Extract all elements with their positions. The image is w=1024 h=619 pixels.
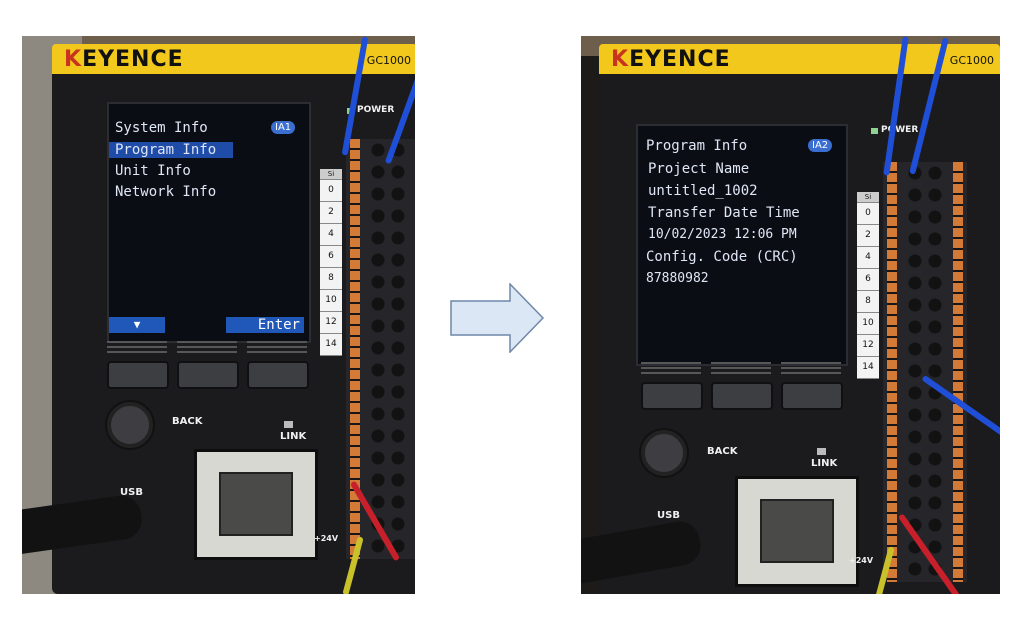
function-button-3[interactable] [247, 361, 309, 389]
power-led [871, 128, 878, 134]
v24-label: +24V [314, 534, 339, 543]
function-button-3[interactable] [781, 382, 843, 410]
menu-item-network-info[interactable]: Network Info [115, 184, 217, 200]
button-grooves [641, 362, 701, 376]
scale-mark: 10 [857, 313, 879, 335]
link-label: LINK [280, 431, 307, 442]
back-button[interactable] [107, 402, 153, 448]
scale-header: Si [320, 169, 342, 180]
button-grooves [177, 341, 237, 355]
top-label-strip: KEYENCE GC1000 [52, 44, 415, 74]
scale-mark: 6 [320, 246, 342, 268]
usb-label: USB [120, 487, 143, 498]
brand-text: EYENCE [82, 47, 184, 72]
soft-key-down[interactable]: ▼ [109, 317, 165, 333]
scale-mark: 14 [320, 334, 342, 356]
right-device-photo: KEYENCE GC1000 Program Info IA2 Project … [581, 36, 1000, 594]
button-grooves [247, 341, 307, 355]
button-grooves [107, 341, 167, 355]
terminal-scale: Si 0 2 4 6 8 10 12 14 [320, 169, 342, 356]
lcd-screen: Program Info IA2 Project Name untitled_1… [636, 124, 848, 366]
arrow-right-icon [450, 283, 545, 353]
scale-mark: 12 [320, 312, 342, 334]
terminal-scale: Si 0 2 4 6 8 10 12 14 [857, 192, 879, 379]
top-label-strip: KEYENCE GC1000 [599, 44, 1000, 74]
scale-mark: 12 [857, 335, 879, 357]
screen-tag: IA2 [808, 139, 833, 152]
function-button-2[interactable] [711, 382, 773, 410]
back-button[interactable] [641, 430, 687, 476]
info-line: Project Name [648, 161, 750, 177]
lcd-screen: System Info IA1 Program Info Unit Info N… [107, 102, 311, 343]
screen-title: System Info [115, 120, 208, 136]
info-line: Transfer Date Time [648, 205, 800, 221]
ethernet-port [194, 449, 318, 560]
back-label: BACK [707, 446, 738, 457]
function-button-2[interactable] [177, 361, 239, 389]
controller-body: KEYENCE GC1000 Program Info IA2 Project … [599, 44, 1000, 594]
info-line: 87880982 [646, 271, 709, 286]
scale-mark: 10 [320, 290, 342, 312]
scale-mark: 6 [857, 269, 879, 291]
brand-logo: KEYENCE [611, 47, 731, 72]
link-label: LINK [811, 458, 838, 469]
left-device-photo: KEYENCE GC1000 System Info IA1 Program I… [22, 36, 415, 594]
scale-header: Si [857, 192, 879, 203]
power-label: POWER [357, 105, 395, 115]
info-line: Config. Code (CRC) [646, 249, 798, 265]
scale-mark: 4 [320, 224, 342, 246]
power-label: POWER [881, 125, 919, 135]
link-led [817, 448, 826, 455]
info-line: 10/02/2023 12:06 PM [648, 227, 797, 242]
function-button-1[interactable] [107, 361, 169, 389]
back-label: BACK [172, 416, 203, 427]
scale-mark: 2 [320, 202, 342, 224]
scale-mark: 14 [857, 357, 879, 379]
terminal-block [883, 162, 967, 582]
button-grooves [711, 362, 771, 376]
model-number: GC1000 [366, 54, 411, 67]
scale-mark: 8 [857, 291, 879, 313]
info-line: untitled_1002 [648, 183, 758, 199]
model-number: GC1000 [949, 54, 994, 67]
function-button-1[interactable] [641, 382, 703, 410]
soft-key-enter[interactable]: Enter [226, 317, 304, 333]
usb-label: USB [657, 510, 680, 521]
button-grooves [781, 362, 841, 376]
screen-title: Program Info [646, 138, 748, 154]
menu-item-unit-info[interactable]: Unit Info [115, 163, 191, 179]
scale-mark: 2 [857, 225, 879, 247]
v24-label: +24V [849, 556, 874, 565]
scale-mark: 4 [857, 247, 879, 269]
screen-tag: IA1 [271, 121, 296, 134]
scale-mark: 0 [320, 180, 342, 202]
scale-mark: 8 [320, 268, 342, 290]
brand-logo: KEYENCE [64, 47, 184, 72]
ethernet-port [735, 476, 859, 587]
menu-item-program-info[interactable]: Program Info [109, 142, 233, 158]
link-led [284, 421, 293, 428]
brand-text: EYENCE [629, 47, 731, 72]
scale-mark: 0 [857, 203, 879, 225]
